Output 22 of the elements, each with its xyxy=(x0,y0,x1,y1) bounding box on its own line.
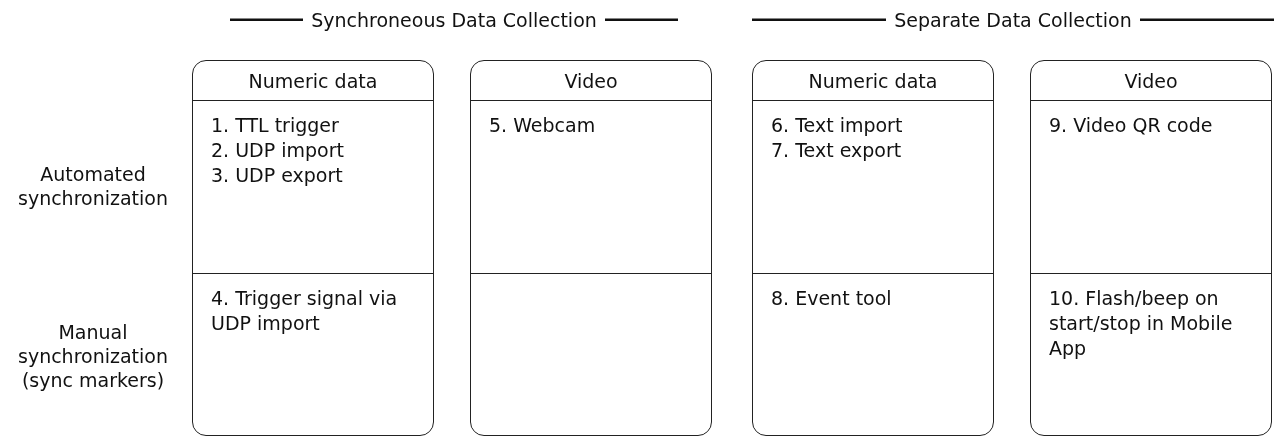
list-item: 1. TTL trigger xyxy=(211,113,340,138)
list-item: 3. UDP export xyxy=(211,163,344,188)
group-heading: Separate Data Collection xyxy=(894,9,1132,31)
column-heading: Video xyxy=(564,69,618,92)
list-item: 7. Text export xyxy=(771,138,903,163)
column-heading: Numeric data xyxy=(248,69,378,92)
list-item: 10. Flash/beep on start/stop in Mobile App xyxy=(1049,286,1234,361)
column-heading: Numeric data xyxy=(808,69,938,92)
list-item: 9. Video QR code xyxy=(1049,113,1214,138)
column-panel xyxy=(1030,60,1272,436)
list-item: 8. Event tool xyxy=(771,286,893,311)
row-label: Automated synchronization xyxy=(17,162,169,210)
column-panel xyxy=(470,60,712,436)
column-heading: Video xyxy=(1124,69,1178,92)
list-item: 6. Text import xyxy=(771,113,904,138)
list-item: 4. Trigger signal via UDP import xyxy=(211,286,399,336)
row-label: Manual synchronization (sync markers) xyxy=(17,320,169,392)
column-panel xyxy=(752,60,994,436)
list-item: 2. UDP import xyxy=(211,138,345,163)
column-panel xyxy=(192,60,434,436)
list-item: 5. Webcam xyxy=(489,113,597,138)
group-heading: Synchroneous Data Collection xyxy=(311,9,597,31)
